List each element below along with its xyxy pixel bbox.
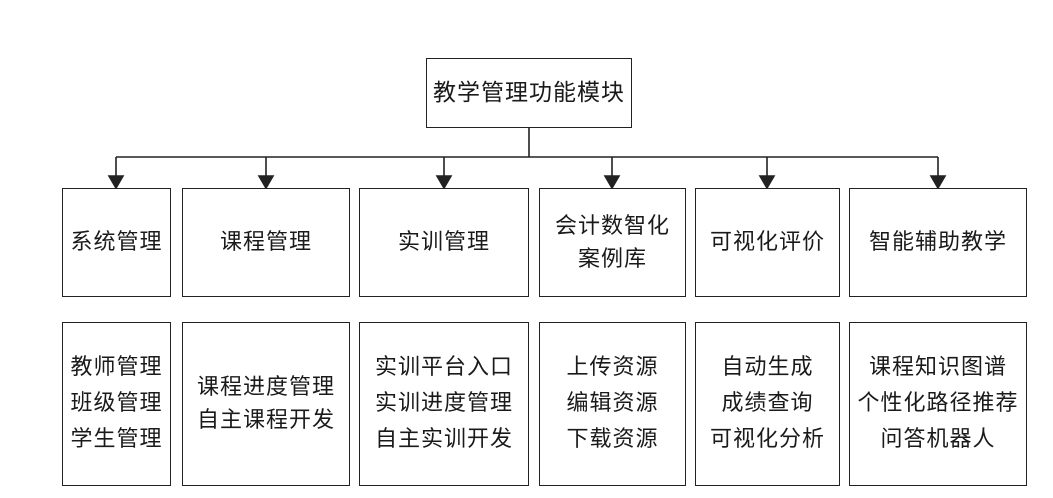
module-label-line: 智能辅助教学 xyxy=(868,230,1007,255)
detail-item: 课程进度管理 xyxy=(196,375,335,400)
detail-item: 成绩查询 xyxy=(721,391,814,416)
module-system-management: 系统管理 xyxy=(62,188,171,297)
detail-item: 实训进度管理 xyxy=(374,391,513,416)
detail-item: 实训平台入口 xyxy=(374,355,513,380)
detail-list: 自动生成 成绩查询 可视化分析 xyxy=(710,350,825,458)
detail-list: 实训平台入口 实训进度管理 自主实训开发 xyxy=(375,350,513,458)
module-accounting-case-library: 会计数智化 案例库 xyxy=(539,188,686,297)
detail-item: 下载资源 xyxy=(566,427,659,452)
detail-item: 学生管理 xyxy=(70,427,163,452)
detail-intelligent-teaching: 课程知识图谱 个性化路径推荐 问答机器人 xyxy=(849,322,1027,486)
detail-list: 上传资源 编辑资源 下载资源 xyxy=(566,350,658,458)
detail-item: 问答机器人 xyxy=(880,427,996,452)
detail-item: 个性化路径推荐 xyxy=(857,391,1019,416)
module-intelligent-teaching: 智能辅助教学 xyxy=(849,188,1027,297)
detail-training-management: 实训平台入口 实训进度管理 自主实训开发 xyxy=(359,322,529,486)
arrow-head xyxy=(603,175,621,190)
module-label-line: 课程管理 xyxy=(219,230,312,255)
arrow-head xyxy=(257,175,275,190)
arrow-head xyxy=(758,175,776,190)
module-training-management: 实训管理 xyxy=(359,188,529,297)
module-label: 会计数智化 案例库 xyxy=(555,210,670,276)
root-label: 教学管理功能模块 xyxy=(433,79,625,106)
arrow-to-module-1 xyxy=(257,157,275,190)
detail-visual-evaluation: 自动生成 成绩查询 可视化分析 xyxy=(695,322,840,486)
module-visual-evaluation: 可视化评价 xyxy=(695,188,840,297)
detail-item: 课程知识图谱 xyxy=(868,355,1007,380)
module-label-line: 实训管理 xyxy=(397,230,490,255)
detail-system-management: 教师管理 班级管理 学生管理 xyxy=(62,322,171,486)
arrow-to-module-4 xyxy=(758,157,776,190)
detail-item: 教师管理 xyxy=(70,355,163,380)
detail-item: 可视化分析 xyxy=(709,427,825,452)
arrow-head xyxy=(929,175,947,190)
arrow-to-module-2 xyxy=(435,157,453,190)
arrow-to-module-0 xyxy=(107,157,125,190)
module-label: 智能辅助教学 xyxy=(869,226,1007,259)
arrow-head xyxy=(107,175,125,190)
detail-list: 教师管理 班级管理 学生管理 xyxy=(70,350,162,458)
detail-item: 班级管理 xyxy=(70,391,163,416)
detail-item: 上传资源 xyxy=(566,355,659,380)
arrow-to-module-5 xyxy=(929,157,947,190)
module-label: 可视化评价 xyxy=(710,226,825,259)
arrow-to-module-3 xyxy=(603,157,621,190)
root-node: 教学管理功能模块 xyxy=(426,58,632,128)
detail-item: 编辑资源 xyxy=(566,391,659,416)
detail-item: 自动生成 xyxy=(721,355,814,380)
detail-item: 自主实训开发 xyxy=(374,427,513,452)
module-label: 课程管理 xyxy=(220,226,312,259)
module-label: 实训管理 xyxy=(398,226,490,259)
detail-list: 课程知识图谱 个性化路径推荐 问答机器人 xyxy=(857,350,1018,458)
module-label-line: 可视化评价 xyxy=(709,230,825,255)
module-label-line: 会计数智化 xyxy=(554,213,670,239)
arrow-head xyxy=(435,175,453,190)
module-course-management: 课程管理 xyxy=(182,188,350,297)
detail-list: 课程进度管理 自主课程开发 xyxy=(197,371,335,437)
detail-item: 自主课程开发 xyxy=(196,408,335,433)
module-label: 系统管理 xyxy=(70,226,162,259)
detail-course-management: 课程进度管理 自主课程开发 xyxy=(182,322,350,486)
detail-accounting-case-library: 上传资源 编辑资源 下载资源 xyxy=(539,322,686,486)
module-label-line: 系统管理 xyxy=(70,230,163,255)
module-label-line: 案例库 xyxy=(577,246,647,272)
